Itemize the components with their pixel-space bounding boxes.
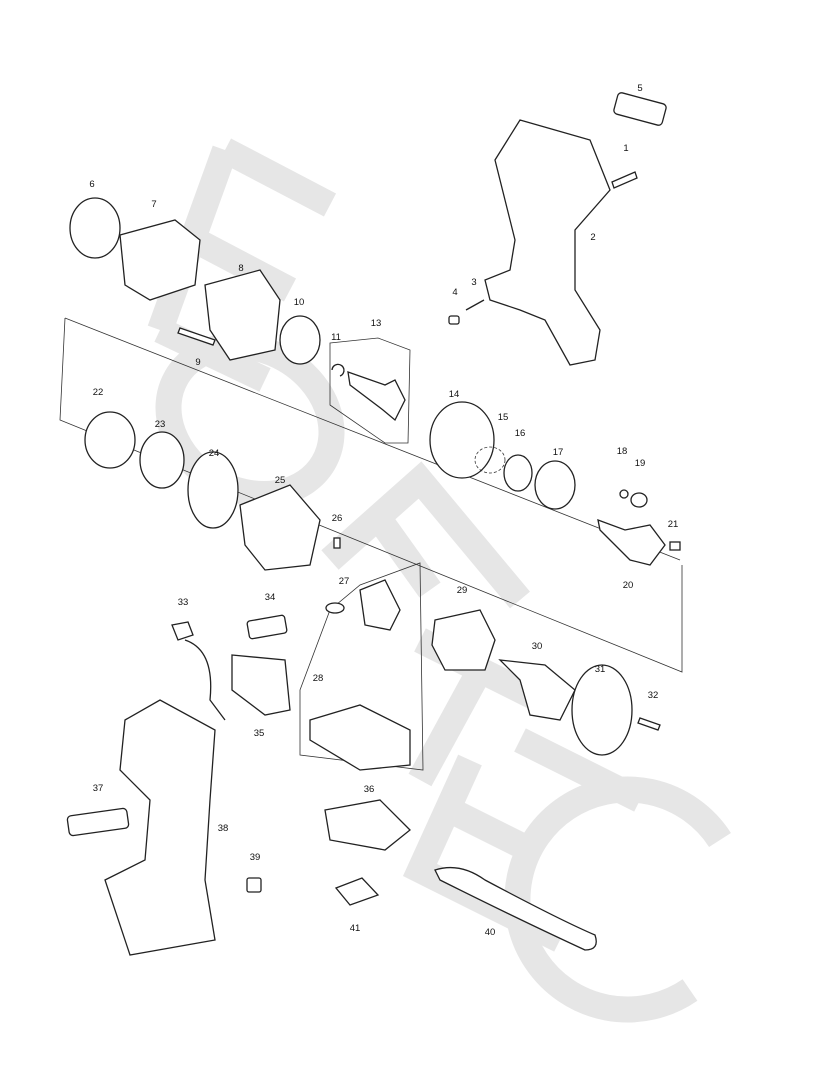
part-29-stator [431, 609, 496, 671]
part-21-pin [669, 541, 681, 551]
part-number-5: 5 [637, 83, 642, 94]
part-number-8: 8 [238, 263, 243, 274]
part-22-retaining-ring [84, 411, 136, 469]
part-25-motor-housing [239, 484, 321, 571]
part-31-fan-housing [571, 664, 633, 756]
part-number-19: 19 [635, 458, 646, 469]
part-number-24: 24 [209, 448, 220, 459]
part-4-cap [448, 315, 460, 325]
part-26-screw [333, 537, 341, 549]
part-15-ball [474, 446, 506, 474]
part-18-ball [619, 489, 629, 499]
part-17-spring [534, 460, 576, 510]
part-14-hammer [429, 401, 495, 479]
part-23-gear [139, 431, 185, 489]
part-number-23: 23 [155, 419, 166, 430]
part-number-33: 33 [178, 597, 189, 608]
part-13-anvil [347, 371, 406, 422]
part-41-label [334, 877, 380, 906]
part-5-label-plate [613, 92, 667, 126]
part-number-20: 20 [623, 580, 634, 591]
part-number-27: 27 [339, 576, 350, 587]
part-number-36: 36 [364, 784, 375, 795]
part-number-3: 3 [471, 277, 476, 288]
part-3-pin [465, 299, 485, 311]
part-28-plate [359, 579, 401, 631]
part-39-spring [246, 877, 262, 893]
part-number-15: 15 [498, 412, 509, 423]
part-number-11: 11 [331, 332, 341, 343]
part-number-18: 18 [617, 446, 628, 457]
part-number-4: 4 [452, 287, 457, 298]
part-number-34: 34 [265, 592, 276, 603]
part-7-bumper [119, 219, 201, 301]
part-shapes [66, 92, 681, 956]
part-number-13: 13 [371, 318, 382, 329]
part-36-terminal [324, 799, 411, 851]
part-11-ring [331, 363, 345, 377]
part-37-plate [66, 807, 130, 837]
part-38-housing [104, 699, 216, 956]
part-number-29: 29 [457, 585, 468, 596]
part-number-39: 39 [250, 852, 261, 863]
part-27-screws [325, 602, 345, 614]
part-number-32: 32 [648, 690, 659, 701]
part-number-7: 7 [151, 199, 156, 210]
part-number-1: 1 [623, 143, 628, 154]
part-number-6: 6 [89, 179, 94, 190]
part-number-14: 14 [449, 389, 460, 400]
part-number-16: 16 [515, 428, 526, 439]
part-number-38: 38 [218, 823, 229, 834]
part-40-strap [434, 866, 597, 951]
part-number-9: 9 [195, 357, 200, 368]
part-33-lead-wire [171, 621, 226, 721]
part-19-washer [630, 492, 648, 508]
part-number-22: 22 [93, 387, 104, 398]
part-number-37: 37 [93, 783, 104, 794]
part-number-2: 2 [590, 232, 595, 243]
part-number-41: 41 [350, 923, 361, 934]
part-24-o-ring [187, 451, 239, 529]
part-28-controller [309, 704, 411, 771]
part-16-washer [503, 454, 533, 492]
part-30-rotor [498, 659, 576, 721]
part-2-housing-set [484, 119, 611, 366]
part-34-switch-cover [246, 614, 288, 640]
part-number-25: 25 [275, 475, 286, 486]
part-number-35: 35 [254, 728, 265, 739]
part-9-screw [177, 327, 216, 346]
part-number-17: 17 [553, 447, 564, 458]
part-32-screw [637, 717, 661, 731]
part-number-28: 28 [313, 673, 324, 684]
part-6-ring [69, 197, 121, 259]
part-10-washer [279, 315, 321, 365]
part-20-spindle [597, 518, 666, 566]
part-number-40: 40 [485, 927, 496, 938]
part-8-hammer-case [204, 269, 281, 361]
part-number-21: 21 [668, 519, 679, 530]
part-number-26: 26 [332, 513, 343, 524]
part-1-screw [611, 171, 638, 189]
part-number-30: 30 [532, 641, 543, 652]
part-35-switch [231, 654, 291, 716]
part-number-31: 31 [595, 664, 606, 675]
part-number-10: 10 [294, 297, 305, 308]
